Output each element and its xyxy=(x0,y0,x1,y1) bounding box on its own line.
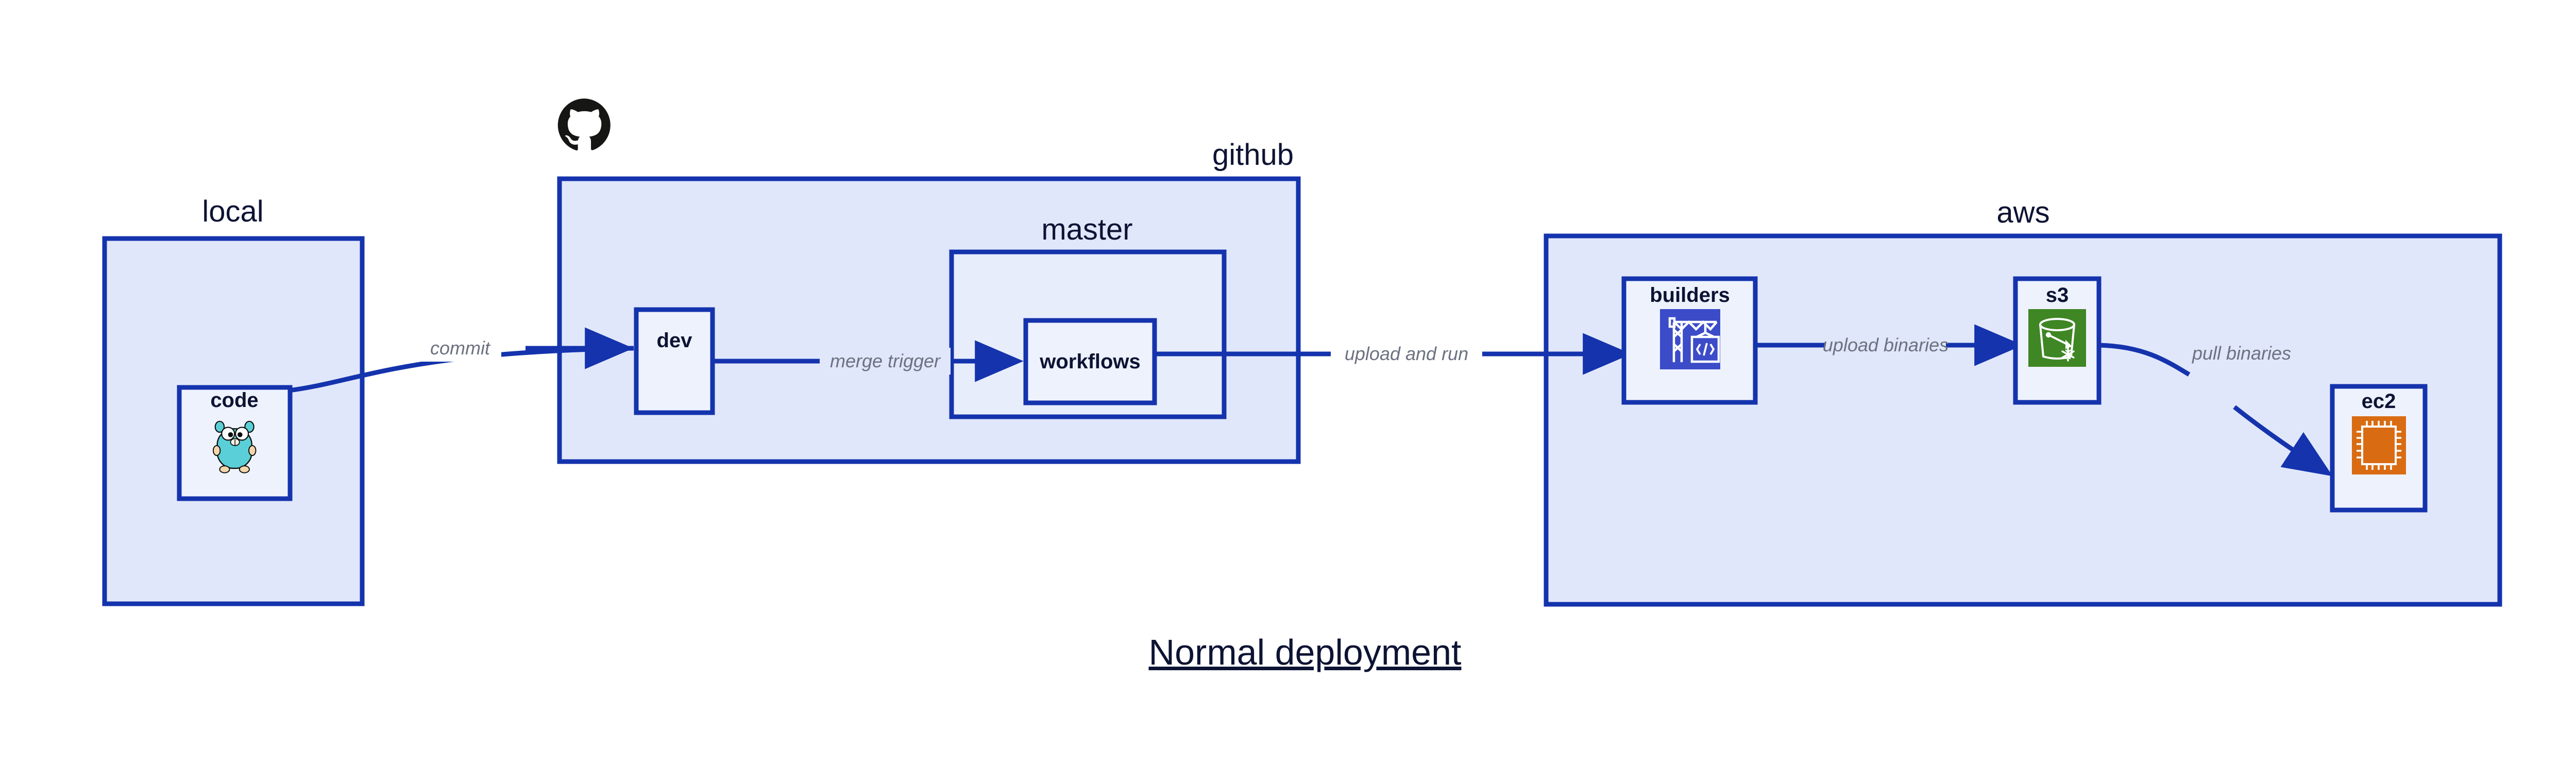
node-ec2[interactable]: ec2 xyxy=(2330,384,2428,513)
edge-label-upload-binaries: upload binaries xyxy=(1823,334,1948,355)
edge-path-pull-binaries-b xyxy=(2233,405,2333,477)
node-box-workflows[interactable] xyxy=(1023,318,1157,405)
edge-label-merge-trigger: merge trigger xyxy=(830,350,941,371)
zone-label-local: local xyxy=(202,195,263,228)
node-label-dev: dev xyxy=(657,329,693,352)
edge-pull-binaries: pull binaries xyxy=(2098,340,2333,477)
edge-path-pull-binaries-a xyxy=(2098,343,2191,377)
diagram-title: Normal deployment xyxy=(1149,632,1462,672)
aws-codebuild-icon xyxy=(1660,309,1720,369)
node-label-ec2: ec2 xyxy=(2362,390,2396,413)
edge-label-bg-upload-and-run xyxy=(1331,341,1482,367)
edge-label-bg-upload-binaries xyxy=(1825,332,1946,359)
edge-upload-and-run: upload and run xyxy=(1155,333,1632,375)
edge-merge-trigger: merge trigger xyxy=(713,340,1024,382)
node-s3[interactable]: s3 xyxy=(2013,276,2102,405)
edge-label-bg-merge-trigger xyxy=(820,348,951,375)
node-builders[interactable]: builders xyxy=(1621,276,1758,405)
aws-s3-glacier-icon xyxy=(2028,309,2086,367)
edge-path-commit xyxy=(289,346,634,393)
edge-label-commit: commit xyxy=(430,337,491,359)
edge-upload-binaries: upload binaries xyxy=(1754,324,2023,366)
zone-label-aws: aws xyxy=(1996,196,2049,229)
node-box-dev[interactable] xyxy=(634,307,715,415)
subzone-label-master: master xyxy=(1041,213,1132,246)
edge-label-bg-commit xyxy=(419,335,501,362)
node-code[interactable]: code xyxy=(177,385,293,501)
edge-label-pull-binaries: pull binaries xyxy=(2192,343,2291,364)
node-label-builders: builders xyxy=(1650,284,1730,307)
node-workflows[interactable]: workflows xyxy=(1023,318,1157,405)
node-label-code: code xyxy=(210,389,258,412)
github-octocat-logo xyxy=(557,98,611,150)
zone-label-github: github xyxy=(1212,138,1294,172)
node-label-s3: s3 xyxy=(2046,284,2069,307)
edge-commit: commit xyxy=(289,327,634,393)
node-label-workflows: workflows xyxy=(1039,350,1141,373)
edge-label-upload-and-run: upload and run xyxy=(1345,343,1468,364)
go-gopher-icon xyxy=(212,420,257,473)
edge-label-bg-pull-binaries xyxy=(2183,340,2300,367)
aws-ec2-icon xyxy=(2352,416,2406,474)
node-dev[interactable]: dev xyxy=(634,307,715,415)
